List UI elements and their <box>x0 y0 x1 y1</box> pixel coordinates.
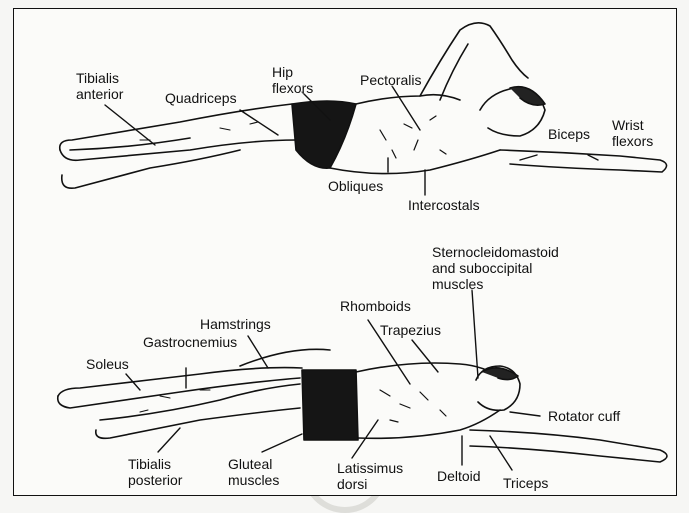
label-hamstrings: Hamstrings <box>200 316 271 332</box>
label-rhomboids: Rhomboids <box>340 298 411 314</box>
label-hip-flexors: Hip flexors <box>272 64 313 96</box>
label-tibialis-anterior: Tibialis anterior <box>76 70 123 102</box>
top-swimmer-figure <box>60 23 667 188</box>
label-soleus: Soleus <box>86 356 129 372</box>
label-quadriceps: Quadriceps <box>165 90 237 106</box>
label-trapezius: Trapezius <box>380 322 441 338</box>
label-sternocleidomastoid: Sternocleidomastoid and suboccipital mus… <box>432 244 559 292</box>
label-tibialis-posterior: Tibialis posterior <box>128 456 182 488</box>
label-triceps: Triceps <box>503 475 548 491</box>
label-latissimus-dorsi: Latissimus dorsi <box>337 460 403 492</box>
label-intercostals: Intercostals <box>408 197 480 213</box>
label-pectoralis: Pectoralis <box>360 72 421 88</box>
bottom-swimmer-figure <box>58 349 667 462</box>
label-gastrocnemius: Gastrocnemius <box>143 334 237 350</box>
label-deltoid: Deltoid <box>437 468 481 484</box>
label-rotator-cuff: Rotator cuff <box>548 408 620 424</box>
label-obliques: Obliques <box>328 178 383 194</box>
label-gluteal-muscles: Gluteal muscles <box>228 456 279 488</box>
label-biceps: Biceps <box>548 126 590 142</box>
label-wrist-flexors: Wrist flexors <box>612 117 653 149</box>
